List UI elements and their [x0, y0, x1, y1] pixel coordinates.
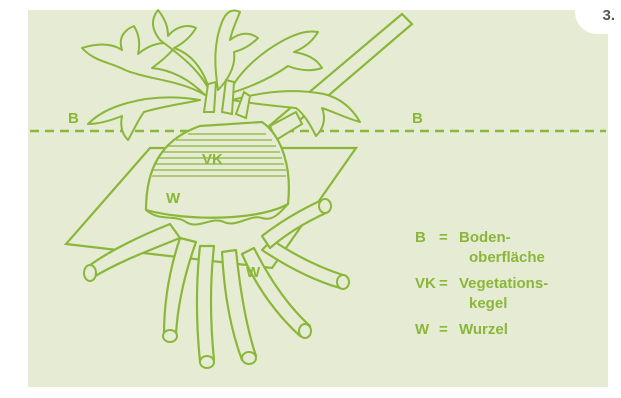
legend-value: Boden- oberfläche — [459, 228, 545, 268]
label-B-right: B — [412, 110, 423, 127]
legend-value: Vegetations- kegel — [459, 274, 548, 314]
legend-line1: Wurzel — [459, 320, 508, 340]
legend-eq: = — [439, 274, 459, 314]
legend-eq: = — [439, 320, 459, 340]
legend-key: B — [415, 228, 439, 268]
legend-line1: Vegetations- — [459, 274, 548, 294]
label-VK: VK — [202, 151, 223, 168]
legend-row-W: W = Wurzel — [415, 320, 548, 340]
legend-eq: = — [439, 228, 459, 268]
legend-row-B: B = Boden- oberfläche — [415, 228, 548, 268]
planting-stick — [262, 14, 412, 142]
figure-number: 3. — [602, 7, 615, 24]
legend-key: VK — [415, 274, 439, 314]
legend-line2: kegel — [459, 294, 548, 314]
legend-value: Wurzel — [459, 320, 508, 340]
label-B-left: B — [68, 110, 79, 127]
label-W-right: W — [246, 264, 261, 281]
legend-row-VK: VK = Vegetations- kegel — [415, 274, 548, 314]
label-W-left: W — [166, 190, 181, 207]
legend: B = Boden- oberfläche VK = Vegetations- … — [415, 228, 548, 346]
legend-line2: oberfläche — [459, 248, 545, 268]
legend-key: W — [415, 320, 439, 340]
carrot-foliage — [82, 10, 360, 140]
legend-line1: Boden- — [459, 228, 545, 248]
